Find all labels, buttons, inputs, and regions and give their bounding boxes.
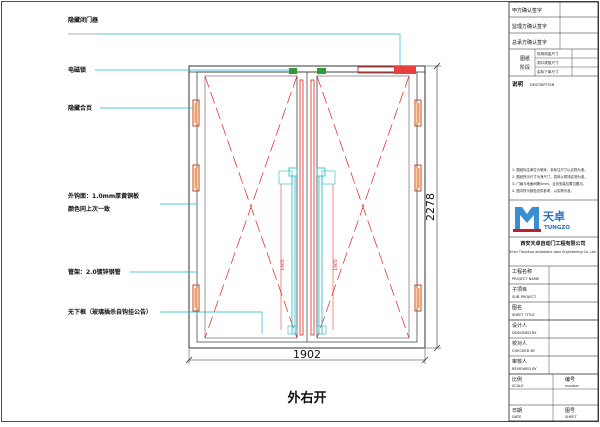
date-label: 日期 [512,408,522,414]
note-3: 3. 门扇与地面间隙5mm，合页安装位置见图示。 [512,181,586,186]
number-label: 编号 [565,376,575,383]
number-label-en: number [565,384,580,388]
left-hinges [192,99,200,312]
callout-no-bottom-frame: 无下框（玻璃插杀自钩挂公告） [67,308,152,316]
callout-electric-lock: 电磁锁 [68,66,86,74]
dim-row-order: 实际下单尺寸 [537,69,559,74]
callout-concealed-hinge: 隐藏合页 [68,104,92,112]
inner-dim-left: 1905 [280,259,286,271]
height-dimension-text: 2278 [424,193,437,221]
scale-label: 比例 [512,376,522,383]
project-name-label-en: PROJECT NAME [512,277,540,281]
overall-width-dimension: 1902 [185,348,429,364]
sig-general: 总承方确认签字 [512,39,547,46]
door-handles [278,167,336,335]
reviewer-label-en: REVIEWED BY [512,367,538,371]
drawing-name-label-en: SHEET TITLE [512,313,535,317]
logo-text-en: TUNGZO [544,225,570,231]
drawing-name-label: 图名 [512,304,522,311]
sig-party-a: 甲方确认签字 [512,7,542,14]
callout-frame-material-2: 颜色同上次一致 [68,205,111,213]
sig-supervisor: 监理方确认签字 [512,23,547,30]
sub-project-label: 子项目 [512,286,527,293]
designer-label-en: DESIGNED BY [512,331,537,335]
sub-project-label-en: SUB-PROJECT [512,295,537,299]
sheet-no-label-en: SHEET [565,415,578,419]
company-logo: 天卓 TUNGZO [513,207,570,232]
company-name-cn: 西安天卓自动门工程有限公司 [520,240,585,247]
inner-dim-right: 1905 [333,259,339,271]
overall-height-dimension: 2278 [424,62,441,352]
reviewer-label: 审核人 [512,358,527,365]
drawing-caption: 外右开 [286,390,326,406]
door-outer-frame [188,65,426,349]
notes-label-en: DESCRIPTION [530,83,555,87]
dim-stage-head-1: 图纸 [520,55,530,62]
right-hinges [414,99,422,312]
checker-label: 校对人 [512,340,527,347]
project-name-label: 工程名称 [512,268,532,275]
notes-label: 说明 [512,80,524,88]
callout-concealed-closer: 隐藏闭门器 [68,16,99,24]
logo-text-cn: 天卓 [543,209,565,223]
date-label-en: DATE [512,415,522,419]
title-block: 甲方确认签字 监理方确认签字 总承方确认签字 图纸 阶段 现场测量尺寸 洞口或框… [508,1,599,422]
note-4: 4. 图中所示颜色仅供参考，以实物为准。 [512,188,574,193]
checker-label-en: CHECKED BY [512,349,536,353]
door-elevation: 1905 1905 [188,65,426,349]
callout-frame-tube: 管架：2.0镀锌钢管 [68,268,121,276]
center-pull-strips [299,79,315,336]
callout-frame-material-1: 外钩面：1.0mm厚黄铜板 [67,192,140,200]
note-1: 1. 图纸标注单位为毫米，未标注尺寸以实物为准。 [512,167,588,172]
designer-label: 设计人 [512,322,527,329]
dim-row-survey: 现场测量尺寸 [537,51,559,56]
width-dimension-text: 1902 [293,348,321,361]
dim-stage-head-2: 阶段 [520,64,530,71]
company-name-en: Xi'an Tianzhuo automatic door Engineerin… [509,250,596,254]
note-2: 2. 图纸所示尺寸为净尺寸，具体以现场实测为准。 [512,174,588,179]
scale-label-en: SCALE [512,384,524,388]
electric-lock-symbol [289,66,416,74]
sheet-no-label: 图号 [565,408,575,414]
dim-row-opening: 洞口或框尺寸 [537,60,559,65]
callouts: 隐藏闭门器 电磁锁 隐藏合页 外钩面：1.0mm厚黄铜板 颜色同上次一致 管架：… [67,16,401,334]
